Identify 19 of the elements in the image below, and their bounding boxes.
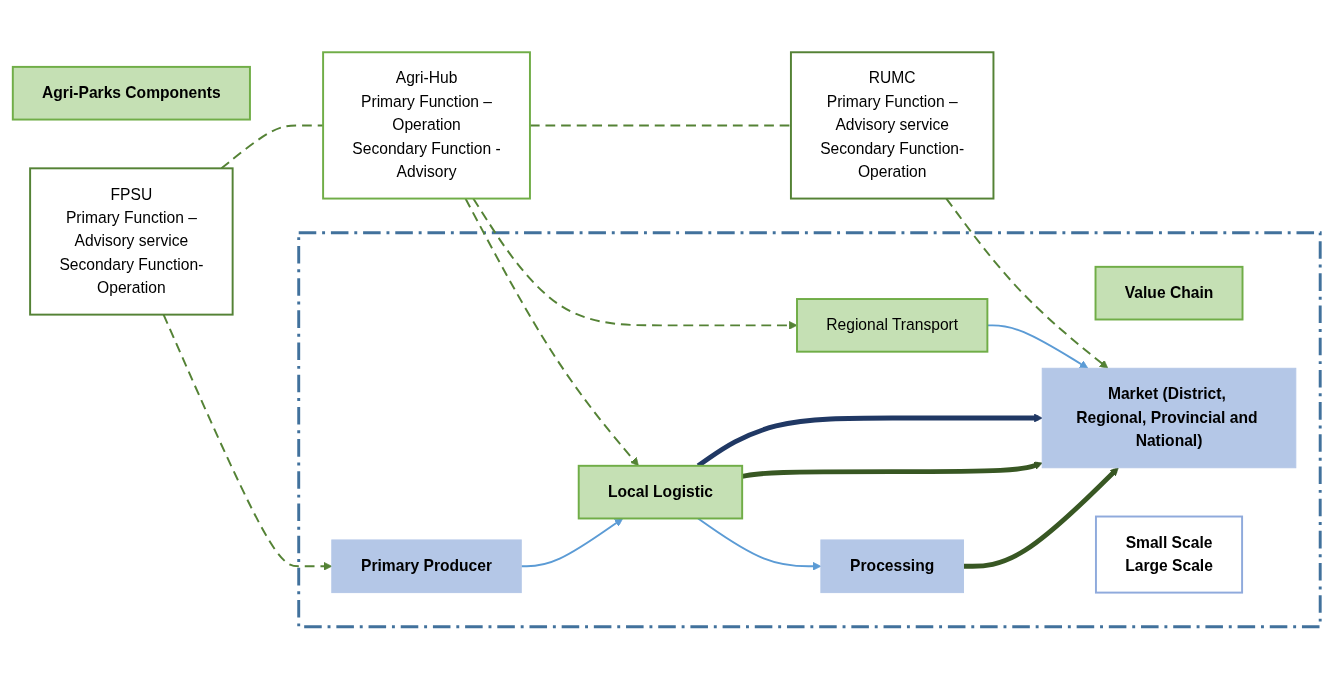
arrow (945, 197, 1109, 369)
node-box: Agri-Parks Components (11, 65, 251, 121)
node-box: Regional Transport (796, 298, 989, 353)
node-box: Local Logistic (577, 464, 744, 520)
arrow (472, 197, 798, 330)
arrow (697, 517, 822, 571)
node-box: Market (District, Regional, Provincial and National) (1041, 367, 1297, 469)
arrow (464, 197, 639, 467)
node-box: RUMC Primary Function – Advisory service Secondary Function- Operation (789, 51, 995, 200)
node-box: Agri-Hub Primary Function – Operation Secondary Function - Advisory (322, 51, 531, 200)
node-box: Primary Producer (331, 539, 522, 594)
arrow (520, 518, 624, 568)
node-box: Small Scale Large Scale (1094, 515, 1244, 594)
arrow (162, 313, 333, 571)
arrow (963, 467, 1119, 569)
cluster (297, 231, 1322, 629)
node-box: Value Chain (1094, 265, 1244, 321)
node-box: FPSU Primary Function – Advisory service Secondary Function- Operation (29, 167, 234, 316)
node-box: Processing (820, 539, 964, 594)
